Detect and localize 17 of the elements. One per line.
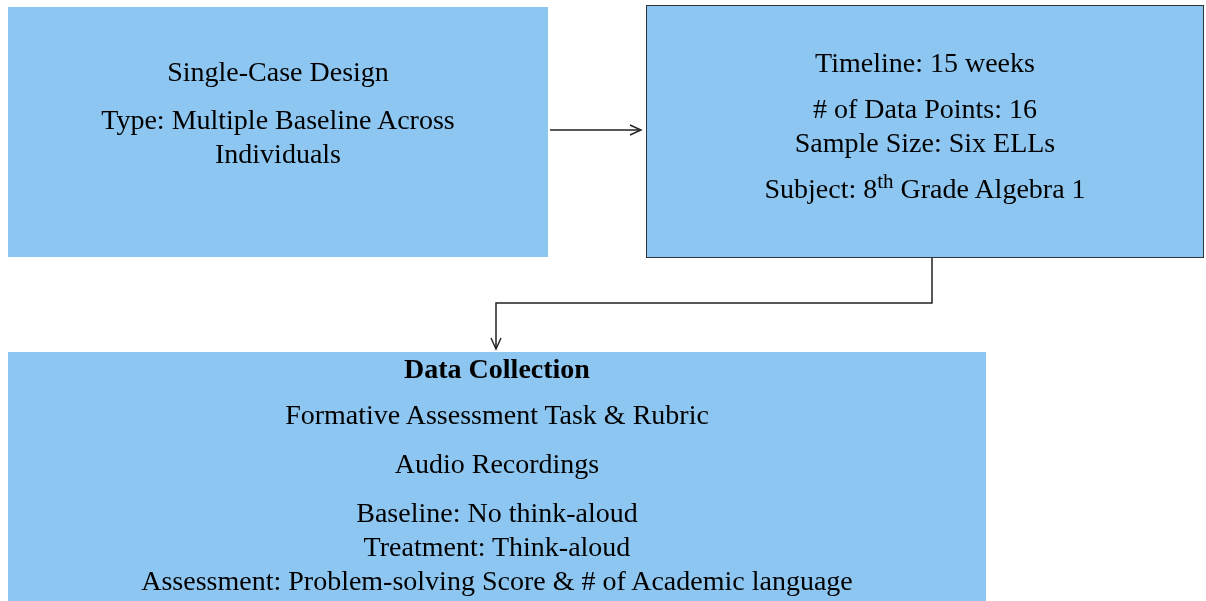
process-box [646, 5, 1204, 258]
arrow [549, 124, 642, 136]
box-text: Assessment: Problem-solving Score & # of Academic language [141, 564, 853, 598]
box-text: Type: Multiple Baseline Across Individuals [100, 103, 456, 171]
arrow [490, 257, 933, 350]
box-heading: Data Collection [404, 352, 590, 386]
box-text: # of Data Points: 16 [813, 92, 1037, 126]
box-text: Sample Size: Six ELLs [794, 126, 1056, 160]
box-text: Timeline: 15 weeks [815, 46, 1035, 80]
box-text: Audio Recordings [394, 447, 600, 481]
box-text: Single-Case Design [167, 55, 389, 89]
process-box [8, 7, 548, 257]
box-text: Subject: 8$^{th}$ Grade Algebra 1 [764, 172, 1086, 206]
process-box [8, 352, 986, 601]
box-text: Formative Assessment Task & Rubric [285, 398, 709, 432]
box-text: Treatment: Think-aloud [363, 530, 631, 564]
box-text: Baseline: No think-aloud [356, 496, 638, 530]
